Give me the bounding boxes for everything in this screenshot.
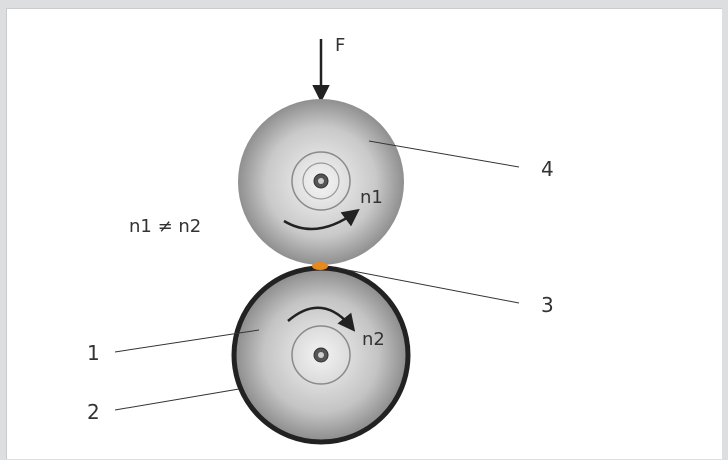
upper-roll-axle-center xyxy=(318,178,324,184)
lower-rotation-arrow xyxy=(287,306,356,332)
lower-roll-hub-ring xyxy=(291,325,351,385)
callout-2: 2 xyxy=(87,400,100,424)
callout-4: 4 xyxy=(541,157,554,181)
force-label: F xyxy=(335,35,345,56)
upper-rotation-arrow xyxy=(283,208,360,231)
contact-zone xyxy=(312,262,328,270)
callout-3: 3 xyxy=(541,293,554,317)
roll-contact-diagram: F n1 n2 n1 ≠ n2 4 3 1 2 xyxy=(87,35,554,445)
speed-relation-label: n1 ≠ n2 xyxy=(129,216,201,237)
callout-line-1 xyxy=(114,329,260,353)
lower-roll-speed-label: n2 xyxy=(362,329,385,350)
upper-roll-hub-ring-inner xyxy=(302,162,340,200)
upper-roll-speed-label: n1 xyxy=(360,187,383,208)
callout-line-2 xyxy=(114,388,240,411)
diagram-frame: F n1 n2 n1 ≠ n2 4 3 1 2 xyxy=(6,8,722,459)
callout-line-4 xyxy=(368,140,520,168)
lower-roll-axle-center xyxy=(318,352,324,358)
callout-line-3 xyxy=(336,267,520,304)
upper-roll-hub-ring xyxy=(291,151,351,211)
callout-1: 1 xyxy=(87,341,100,365)
